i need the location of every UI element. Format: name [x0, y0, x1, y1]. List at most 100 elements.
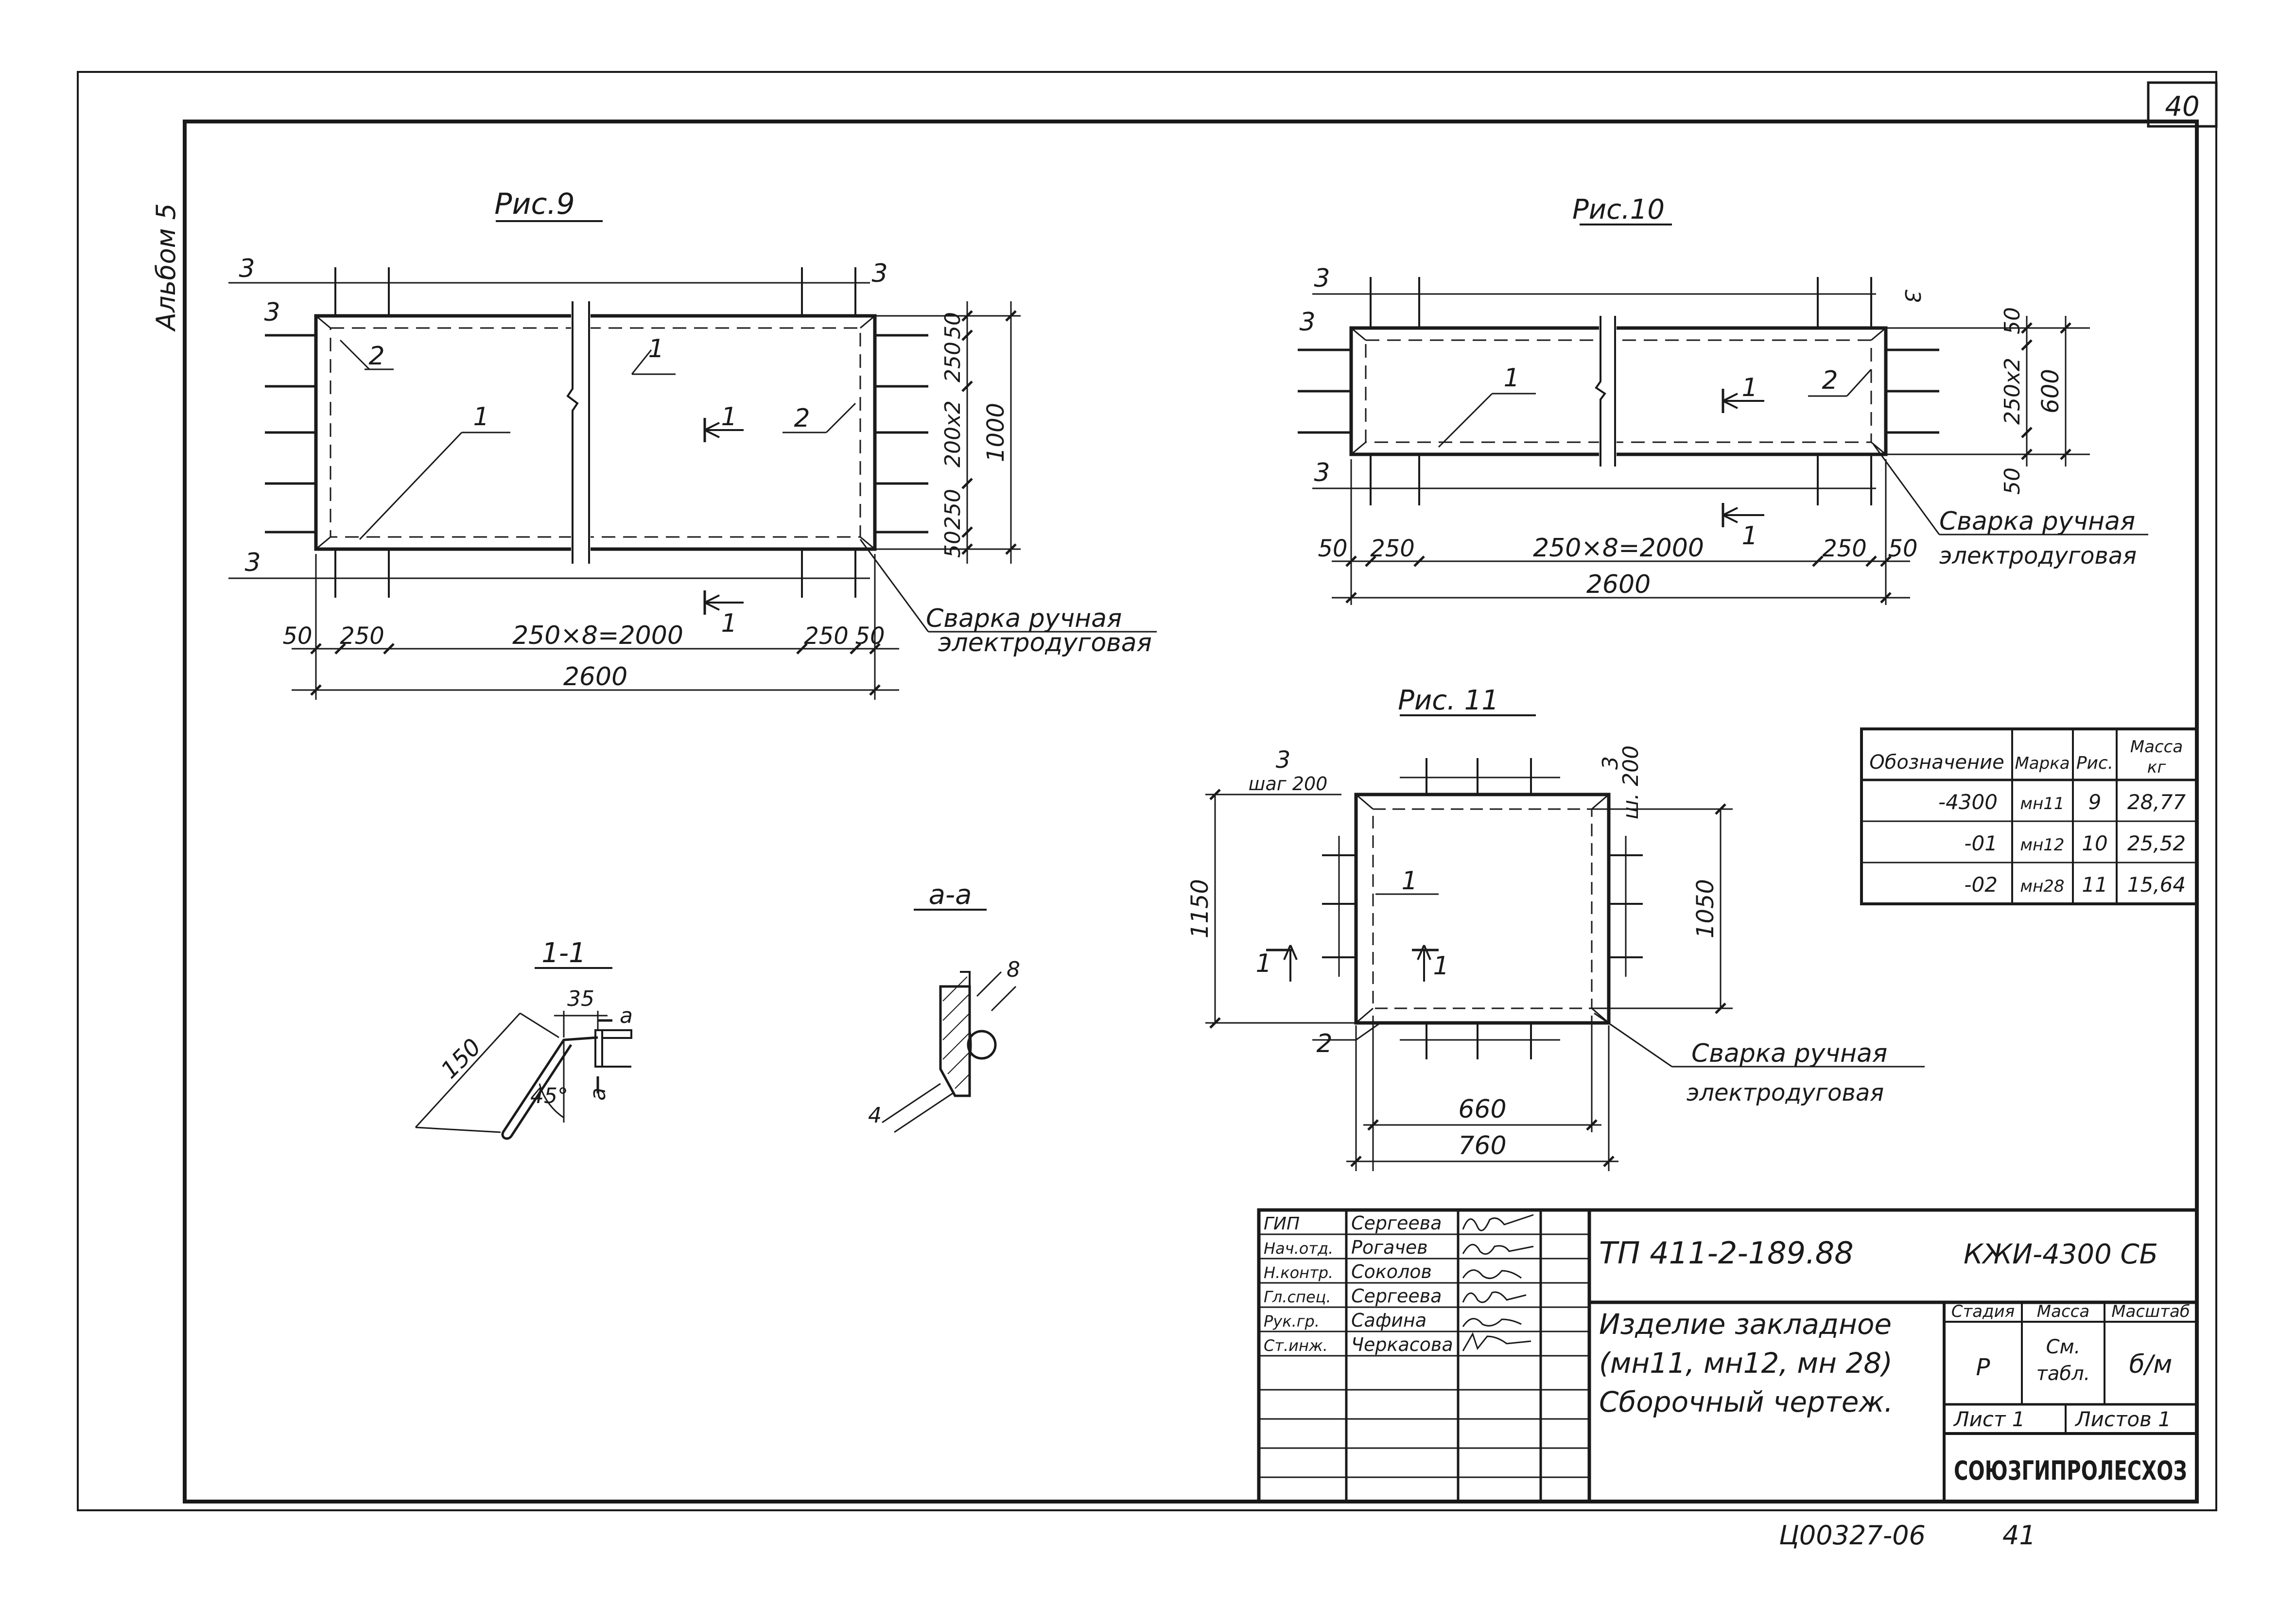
tb-role-3: Н.контр. — [1264, 1263, 1333, 1282]
fig9-weld-3-left: 3 — [264, 298, 280, 327]
tb-sheet-label: Лист 1 — [1953, 1407, 2025, 1431]
fig10-plate-outline — [1349, 326, 1888, 456]
fig10-section-1-upper: 1 — [1741, 373, 1757, 402]
fig11-plate-inner — [1372, 808, 1593, 1009]
section-11-dim-35: 35 — [567, 986, 594, 1011]
fig9-drawing: Рис.9 3 3 — [228, 187, 1157, 700]
album-label: Альбом 5 — [151, 203, 181, 332]
fig9-weld-3-top-right: 3 — [871, 259, 887, 288]
fig11-weld-note-1: Сварка ручная — [1691, 1039, 1887, 1068]
tb-role-1: ГИП — [1264, 1214, 1300, 1234]
fig11-pos-2: 2 — [1316, 1029, 1332, 1058]
fig9-dim-side-200x2: 200x2 — [940, 400, 965, 467]
fig11-weld-right-step: ш. 200 — [1618, 745, 1643, 819]
fig9-section-1-lower: 1 — [721, 609, 737, 638]
fig9-plate-inner — [330, 327, 861, 538]
spec-row3-brand: мн28 — [2020, 877, 2064, 896]
fig10-pos-1: 1 — [1503, 363, 1519, 393]
fig11-dim-height-inner: 1050 — [1692, 879, 1719, 938]
fig11-section-1-left: 1 — [1255, 949, 1271, 978]
tb-scale-header: Масштаб — [2111, 1302, 2190, 1321]
fig11-weld-left-3: 3 — [1276, 746, 1291, 774]
fig9-weld-3-bottom-left: 3 — [244, 548, 261, 577]
fig9-dim-end-left: 50 — [282, 622, 312, 650]
fig9-dim-side-50-bottom: 50 — [940, 531, 965, 558]
spec-row2-brand: мн12 — [2020, 835, 2064, 855]
tb-mass-value-2: табл. — [2036, 1363, 2090, 1385]
fig9-pos-1-top: 1 — [648, 334, 664, 363]
fig10-dim-end-right: 50 — [1888, 535, 1917, 562]
fig10-weld-3-right: 3 — [1900, 290, 1925, 303]
spec-row1-designation: -4300 — [1938, 790, 1998, 814]
spec-header-designation: Обозначение — [1869, 751, 2004, 774]
fig9-pos-2-left: 2 — [368, 342, 384, 371]
fig11-section-1-right: 1 — [1433, 951, 1449, 981]
spec-row3-fig: 11 — [2082, 873, 2107, 897]
tb-name-1: Сергеева — [1351, 1212, 1442, 1234]
fig11-dim-height-outer: 1150 — [1186, 879, 1214, 938]
fig10-dim-side-250x2: 250x2 — [2000, 358, 2025, 425]
spec-header-brand: Марка — [2015, 754, 2070, 773]
fig11-weld-right: 3 — [1598, 756, 1623, 770]
section-11-mark-a-bottom: а — [586, 1088, 610, 1101]
section-11-mark-a-top: а — [620, 1003, 633, 1028]
tb-role-2: Нач.отд. — [1264, 1239, 1333, 1258]
tb-name-3: Соколов — [1351, 1261, 1432, 1282]
fig9-title: Рис.9 — [494, 187, 574, 221]
fig11-pos-1: 1 — [1401, 866, 1417, 896]
tb-stage-header: Стадия — [1951, 1302, 2015, 1321]
section-aa-bar — [967, 1030, 997, 1060]
fig10-dim-total: 2600 — [1586, 570, 1651, 599]
section-a-a: а-а 8 4 — [868, 879, 1020, 1133]
spec-table: Обозначение Марка Рис. Масса кг -4300 мн… — [1860, 727, 2198, 905]
fig10-dim-step-right: 250 — [1822, 535, 1867, 562]
tb-product-line2: (мн11, мн12, мн 28) — [1599, 1347, 1893, 1380]
spec-row2-designation: -01 — [1964, 831, 1998, 855]
section-aa-dim-4: 4 — [868, 1103, 882, 1128]
fig10-title: Рис.10 — [1572, 194, 1665, 225]
outer-border — [77, 71, 2217, 1511]
fig9-weld-note-1: Сварка ручная — [926, 604, 1122, 633]
fig11-drawing: Рис. 11 3 шаг 200 ш. 200 3 1 2 — [1186, 685, 1925, 1171]
spec-row1-brand: мн11 — [2020, 794, 2064, 813]
fig11-dim-width-inner: 660 — [1458, 1095, 1506, 1124]
section-11-anchor — [501, 1036, 598, 1140]
spec-table-row: -02 мн28 11 15,64 — [1964, 873, 2186, 897]
fig9-dim-side-250-bottom: 250 — [940, 489, 965, 530]
fig10-weld-note-2: электродуговая — [1939, 542, 2137, 570]
section-aa-dim-8: 8 — [1007, 957, 1020, 982]
tb-mass-header: Масса — [2037, 1302, 2089, 1321]
fig10-dim-step-left: 250 — [1370, 535, 1415, 562]
fig10-plate-inner — [1365, 339, 1872, 443]
fig10-section-1-lower: 1 — [1741, 521, 1757, 551]
bottom-code: Ц00327-06 — [1779, 1520, 1926, 1551]
fig9-dim-step-left: 250 — [340, 622, 384, 650]
tb-organization: СОЮЗГИПРОЛЕСХОЗ — [1954, 1455, 2187, 1486]
tb-product-line3: Сборочный чертеж. — [1599, 1385, 1893, 1418]
fig9-section-1-upper: 1 — [721, 402, 737, 432]
tb-role-6: Ст.инж. — [1264, 1336, 1328, 1355]
section-11-dim-150: 150 — [435, 1033, 486, 1084]
section-aa-title: а-а — [929, 879, 972, 911]
tb-doc-number: ТП 411-2-189.88 — [1599, 1235, 1854, 1271]
fig10-dim-end-left: 50 — [1318, 535, 1347, 562]
spec-row2-mass: 25,52 — [2127, 831, 2186, 855]
title-block: ГИП Сергеева Нач.отд. Рогачев Н.контр. С… — [1257, 1208, 2199, 1503]
spec-header-fig: Рис. — [2076, 753, 2113, 773]
tb-mass-value-1: См. — [2046, 1336, 2081, 1358]
tb-scale-value: б/м — [2129, 1350, 2173, 1379]
spec-row1-mass: 28,77 — [2127, 790, 2186, 814]
fig10-weld-note-1: Сварка ручная — [1939, 507, 2135, 536]
spec-header-mass-1: Масса — [2130, 737, 2183, 757]
page-number-box — [2147, 81, 2218, 128]
fig9-dim-side-250-top: 250 — [940, 342, 965, 382]
tb-doc-code: КЖИ-4300 СБ — [1964, 1239, 2158, 1270]
fig10-dim-side-50-bottom: 50 — [2000, 467, 2025, 495]
tb-name-6: Черкасова — [1351, 1334, 1453, 1355]
fig10-drawing: Рис.10 3 3 3 3 1 2 — [1298, 194, 2148, 605]
tb-role-4: Гл.спец. — [1264, 1288, 1331, 1306]
fig11-title: Рис. 11 — [1398, 685, 1499, 716]
tb-name-2: Рогачев — [1351, 1237, 1428, 1258]
fig9-dim-step-right: 250 — [804, 622, 849, 650]
